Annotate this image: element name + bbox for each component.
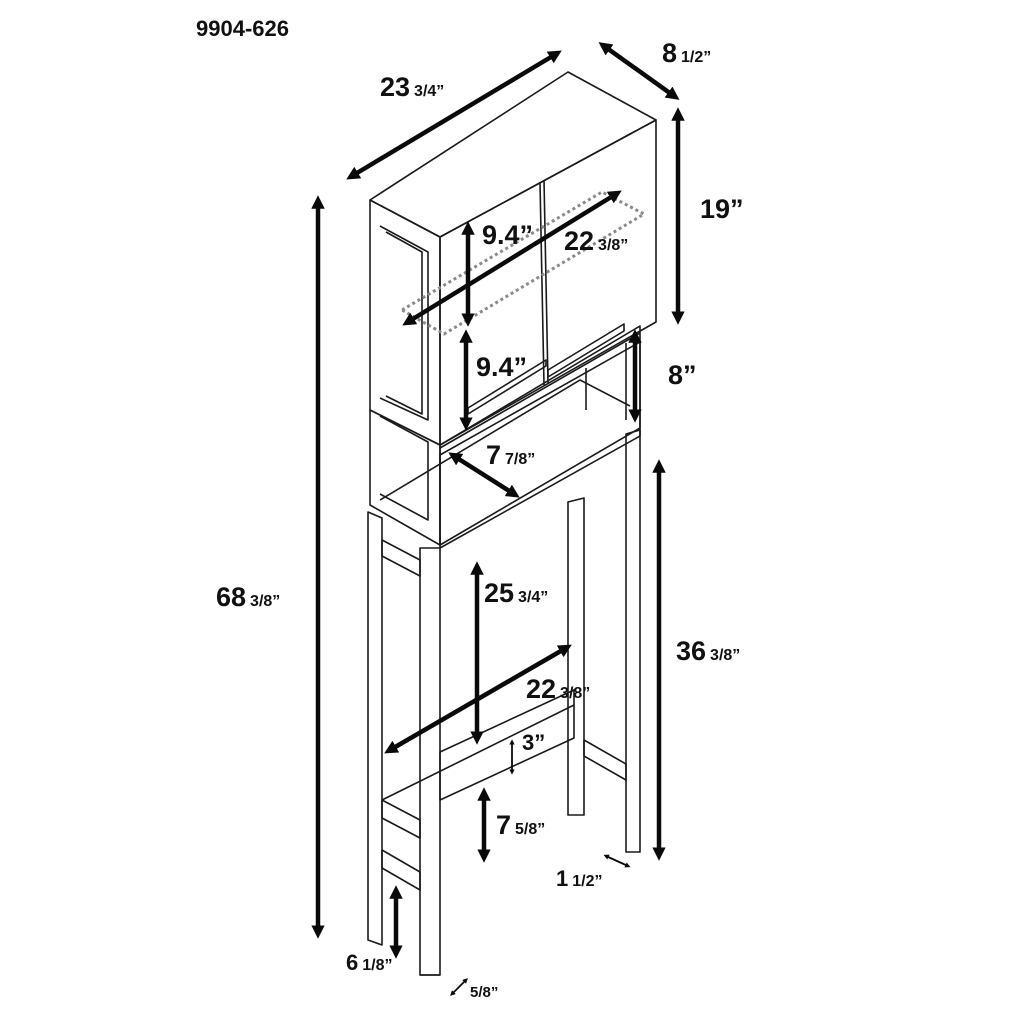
furniture-outline <box>367 71 657 976</box>
label-shelf-height-upper: 9.4” <box>482 220 533 251</box>
label-crossbar-height-value: 3” <box>522 730 546 755</box>
label-cabinet-height: 19” <box>700 194 744 225</box>
label-leg-thickness-fraction: 1/2” <box>572 873 603 890</box>
shelf-rail <box>439 332 641 449</box>
label-toilet-clearance-height-value: 25 <box>484 578 515 608</box>
label-overall-width-value: 23 <box>380 72 411 102</box>
side-frame-inner <box>385 231 423 415</box>
door-split <box>543 179 549 384</box>
arrow-cabinet-inner-width <box>402 190 622 326</box>
arrow-inner-width-between-legs <box>384 644 572 754</box>
label-crossbar-floor-gap-fraction: 5/8” <box>515 821 546 838</box>
label-cabinet-inner-width-value: 22 <box>564 226 595 256</box>
label-leg-depth: 5/8” <box>470 984 498 1002</box>
label-leg-height-value: 36 <box>676 636 707 666</box>
label-cabinet-inner-width-fraction: 3/8” <box>598 237 629 254</box>
label-cabinet-height-value: 19” <box>700 194 744 224</box>
label-leg-depth-fraction: 5/8” <box>470 984 499 1001</box>
arrow-leg-thickness <box>603 854 631 868</box>
side-rail-left <box>381 799 421 839</box>
fine-arrows <box>450 739 631 996</box>
front-crossbar <box>439 689 575 801</box>
arrow-leg-depth <box>450 978 468 996</box>
shelf-surface <box>379 379 631 501</box>
label-overall-height-value: 68 <box>216 582 247 612</box>
label-open-shelf-height: 8” <box>668 360 697 391</box>
label-crossbar-floor-gap-value: 7 <box>496 810 512 840</box>
label-overall-height-fraction: 3/8” <box>250 593 281 610</box>
label-overall-width-fraction: 3/4” <box>414 83 445 100</box>
label-open-shelf-height-value: 8” <box>668 360 697 390</box>
leg-front-left <box>419 547 441 976</box>
label-open-shelf-depth-value: 7 <box>486 440 502 470</box>
side-stretcher-left <box>381 849 421 891</box>
label-open-shelf-depth-fraction: 7/8” <box>505 451 536 468</box>
cabinet-side <box>369 199 441 446</box>
leg-front-right <box>625 429 641 853</box>
arrow-open-shelf-depth <box>448 452 520 498</box>
side-stretcher-right <box>583 739 627 781</box>
side-frame <box>379 225 429 421</box>
door-handle-right <box>547 323 625 378</box>
label-leg-thickness-value: 1 <box>556 866 569 891</box>
arrow-overall-width <box>346 50 562 180</box>
label-toilet-clearance-height-fraction: 3/4” <box>518 589 549 606</box>
label-inner-width-between-legs-value: 22 <box>526 674 557 704</box>
label-depth-value: 8 <box>662 38 678 68</box>
label-foot-height-fraction: 1/8” <box>362 957 393 974</box>
arrow-depth <box>598 42 680 100</box>
label-leg-height-fraction: 3/8” <box>710 647 741 664</box>
label-shelf-height-lower: 9.4” <box>476 352 527 383</box>
interior-shelf-outline <box>399 190 648 336</box>
door-split-2 <box>539 181 545 386</box>
side-stretcher-left-top <box>381 539 421 577</box>
label-inner-width-between-legs-fraction: 3/8” <box>560 685 591 702</box>
shelf-side-frame <box>379 415 429 521</box>
label-foot-height-value: 6 <box>346 950 359 975</box>
dimension-arrows <box>311 42 685 959</box>
leg-back-right <box>567 497 585 816</box>
label-shelf-height-lower-value: 9.4” <box>476 352 528 382</box>
label-crossbar-height: 3” <box>522 730 545 756</box>
leg-back-left <box>367 511 383 946</box>
model-number: 9904-626 <box>196 16 289 41</box>
label-shelf-height-upper-value: 9.4” <box>482 220 534 250</box>
label-depth-fraction: 1/2” <box>681 49 712 66</box>
